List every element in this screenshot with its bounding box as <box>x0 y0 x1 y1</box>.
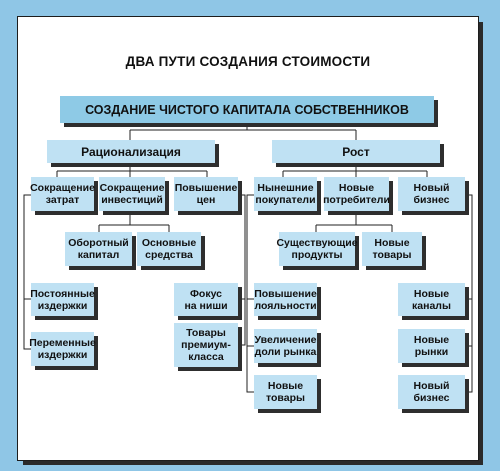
node-existing-products: Существующие продукты <box>276 232 358 266</box>
node-rationalization: Рационализация <box>47 140 215 163</box>
node-current-buyers: Нынешние покупатели <box>254 177 317 211</box>
node-working-capital: Оборотный капитал <box>65 232 132 266</box>
node-investment-reduction: Сокращение инвестиций <box>99 177 165 211</box>
node-fixed-assets: Основные средства <box>137 232 201 266</box>
node-new-consumers: Новые потребители <box>323 177 390 211</box>
node-variable-costs: Переменные издержки <box>29 332 96 366</box>
node-new-markets: Новые рынки <box>398 329 465 363</box>
node-new-goods-2: Новые товары <box>254 375 317 409</box>
diagram-title: ДВА ПУТИ СОЗДАНИЯ СТОИМОСТИ <box>125 54 371 69</box>
node-new-goods: Новые товары <box>362 232 422 266</box>
node-loyalty-increase: Повышение лояльности <box>254 283 317 316</box>
node-growth: Рост <box>272 140 440 163</box>
node-new-business-2: Новый бизнес <box>398 375 465 409</box>
node-niche-focus: Фокус на ниши <box>174 283 238 316</box>
node-market-share-increase: Увеличение доли рынка <box>254 329 317 363</box>
node-fixed-costs: Постоянные издержки <box>30 283 95 316</box>
node-price-increase: Повышение цен <box>174 177 238 211</box>
node-root: СОЗДАНИЕ ЧИСТОГО КАПИТАЛА СОБСТВЕННИКОВ <box>60 96 434 123</box>
node-premium-goods: Товары премиум- класса <box>174 323 238 367</box>
node-new-business: Новый бизнес <box>398 177 465 211</box>
node-cost-reduction: Сокращение затрат <box>30 177 95 211</box>
node-new-channels: Новые каналы <box>398 283 465 316</box>
